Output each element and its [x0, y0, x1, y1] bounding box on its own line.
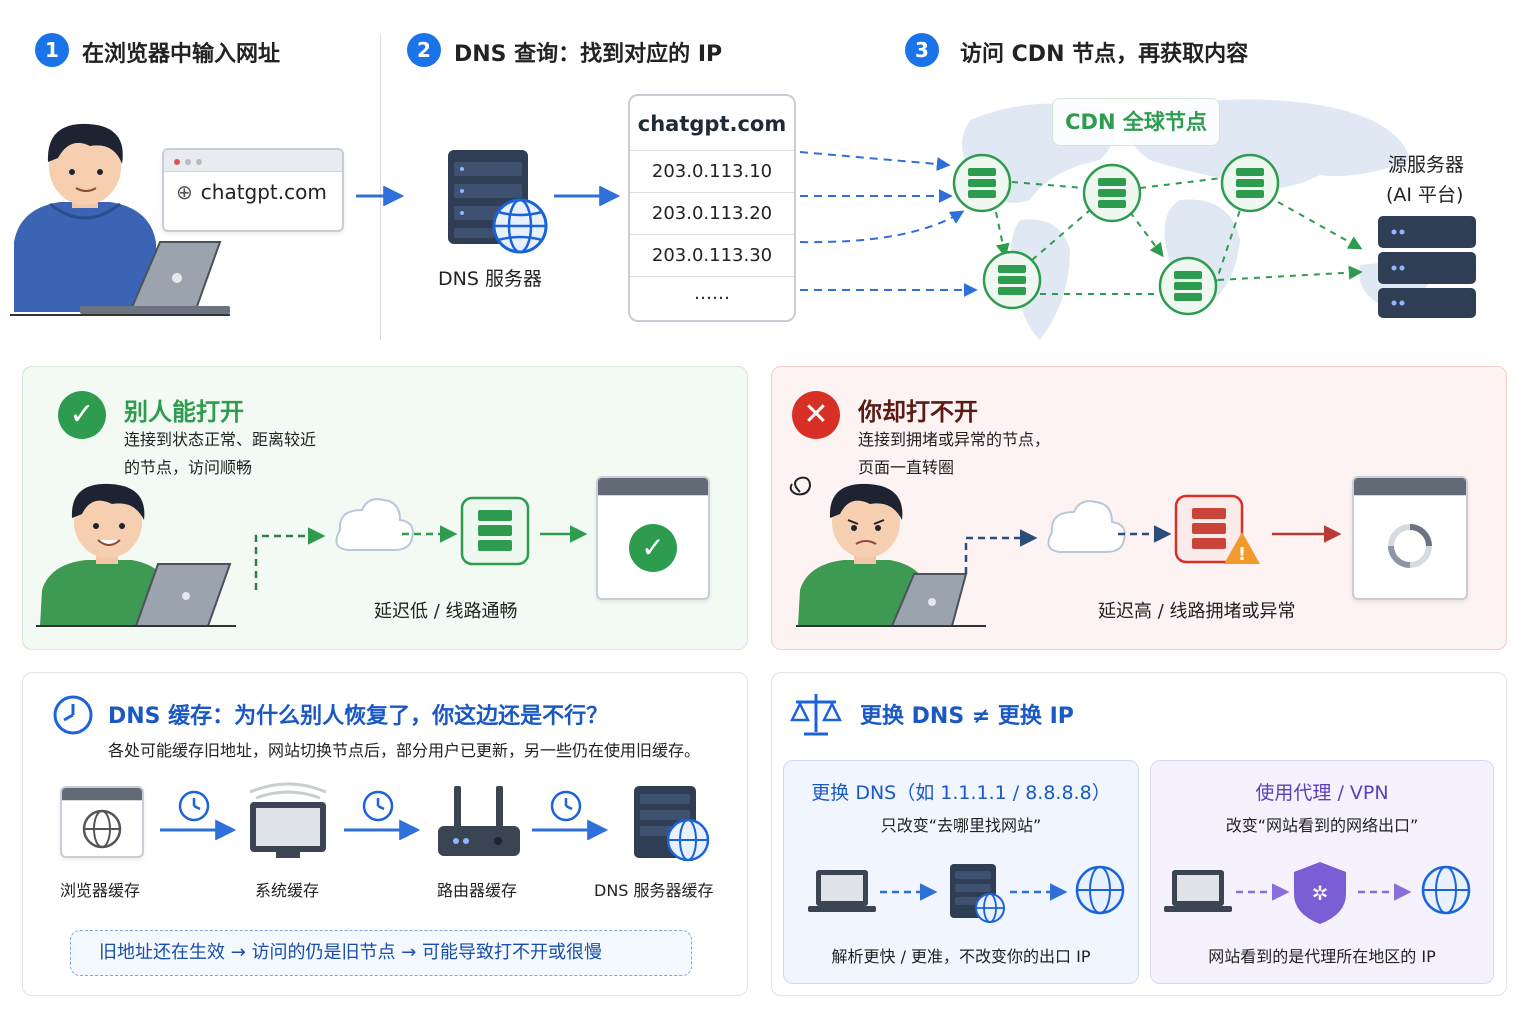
cache-item-label: 系统缓存 — [255, 881, 320, 900]
you-fail-caption: 延迟高 / 线路拥堵或异常 — [1098, 601, 1296, 622]
step-1-badge: 1 — [35, 33, 69, 67]
others-ok-desc-2: 的节点，访问顺畅 — [124, 458, 253, 477]
step-2-title: DNS 查询：找到对应的 IP — [454, 42, 723, 67]
others-ok-title: 别人能打开 — [124, 398, 244, 426]
check-icon: ✓ — [58, 391, 106, 439]
step-3-title: 访问 CDN 节点，再获取内容 — [960, 42, 1249, 67]
arrow-icon — [356, 186, 405, 206]
ip-address: 203.0.113.20 — [630, 192, 794, 234]
others-ok-desc-1: 连接到状态正常、距离较近 — [124, 430, 317, 449]
clock-arrow-icon — [344, 790, 421, 840]
user-at-laptop-illustration — [10, 123, 230, 316]
cross-icon: ✕ — [792, 391, 840, 439]
origin-server-icon — [1378, 216, 1476, 318]
browser-window: ⊕ chatgpt.com — [162, 148, 344, 232]
record-domain: chatgpt.com — [637, 112, 787, 136]
dns-vs-ip-title: 更换 DNS ≠ 更换 IP — [860, 704, 1074, 729]
router-cache-icon — [438, 786, 520, 856]
loading-spinner-icon — [1388, 524, 1432, 568]
happy-user-illustration — [36, 483, 236, 627]
globe-icon: ⊕ — [176, 180, 193, 204]
you-fail-title: 你却打不开 — [858, 398, 978, 426]
step-1-title: 在浏览器中输入网址 — [82, 42, 281, 67]
proxy-vpn-title: 使用代理 / VPN — [1255, 782, 1389, 804]
change-dns-flow — [808, 864, 1125, 923]
svg-text:!: ! — [1238, 544, 1246, 565]
ip-address: 203.0.113.30 — [630, 234, 794, 276]
origin-server-label: 源服务器 — [1388, 154, 1465, 176]
clock-icon — [53, 695, 93, 735]
cache-item-label: 路由器缓存 — [437, 881, 518, 900]
loaded-page-window: ✓ — [596, 476, 710, 600]
you-fail-desc-2: 页面一直转圈 — [858, 458, 955, 477]
dns-record-list: chatgpt.com 203.0.113.10 203.0.113.20 20… — [628, 94, 796, 322]
proxy-vpn-caption: 网站看到的是代理所在地区的 IP — [1208, 947, 1436, 966]
cache-item-label: 浏览器缓存 — [60, 881, 141, 900]
step-2-badge: 2 — [407, 33, 441, 67]
address-bar-url[interactable]: chatgpt.com — [200, 180, 327, 204]
dns-cache-title: DNS 缓存：为什么别人恢复了，你这边还是不行？ — [108, 704, 609, 729]
cache-item-label: DNS 服务器缓存 — [594, 881, 714, 900]
fast-path-diagram — [254, 496, 588, 590]
dns-server-cache-icon — [634, 786, 710, 862]
proxy-vpn-flow: ✲ — [1164, 862, 1471, 924]
svg-text:✲: ✲ — [1312, 881, 1329, 905]
success-check-icon: ✓ — [629, 524, 677, 572]
cdn-label: CDN 全球节点 — [1052, 98, 1220, 146]
dns-server-label: DNS 服务器 — [438, 268, 542, 290]
clock-arrow-icon — [160, 790, 237, 840]
others-ok-caption: 延迟低 / 线路通畅 — [374, 601, 518, 622]
arrow-icon — [554, 186, 621, 206]
section-divider — [380, 34, 381, 340]
change-dns-caption: 解析更快 / 更准，不改变你的出口 IP — [831, 947, 1091, 966]
step-3-badge: 3 — [905, 33, 939, 67]
dns-server-icon — [448, 150, 548, 254]
change-dns-title: 更换 DNS（如 1.1.1.1 / 8.8.8.8） — [811, 782, 1111, 804]
stale-address-chain: 旧地址还在生效 → 访问的仍是旧节点 → 可能导致打不开或很慢 — [70, 930, 692, 976]
dns-cache-desc: 各处可能缓存旧地址，网站切换节点后，部分用户已更新，另一些仍在使用旧缓存。 — [108, 741, 701, 760]
loading-page-window — [1352, 476, 1468, 600]
scale-icon — [790, 694, 842, 736]
change-dns-subtitle: 只改变“去哪里找网站” — [880, 816, 1042, 835]
origin-server-sublabel: (AI 平台) — [1386, 184, 1464, 206]
clock-arrow-icon — [532, 790, 609, 840]
ip-address: 203.0.113.10 — [630, 150, 794, 192]
ip-more: …… — [630, 276, 794, 318]
browser-cache-icon — [60, 786, 144, 858]
you-fail-desc-1: 连接到拥堵或异常的节点， — [858, 430, 1051, 449]
frustrated-user-illustration — [789, 476, 986, 627]
proxy-vpn-subtitle: 改变“网站看到的网络出口” — [1225, 816, 1419, 835]
system-cache-icon — [249, 782, 327, 858]
slow-path-diagram: ! — [964, 494, 1342, 574]
